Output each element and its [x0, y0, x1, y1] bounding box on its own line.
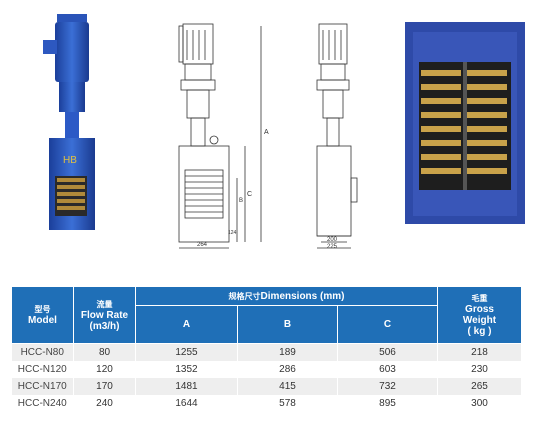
- dim-225: 225: [327, 244, 338, 250]
- header-model-zh: 型号: [34, 305, 51, 314]
- grinder-closeup-photo: [405, 22, 525, 224]
- spec-table: 型号 Model 流量 Flow Rate (m3/h) 规格尺寸Dimensi…: [11, 286, 522, 412]
- svg-text:HB: HB: [63, 155, 77, 166]
- cell-weight: 230: [437, 361, 522, 378]
- cell-a: 1481: [135, 378, 238, 395]
- cell-flow: 80: [73, 343, 136, 361]
- dim-b: B: [239, 198, 243, 204]
- cell-flow: 120: [73, 361, 136, 378]
- cell-c: 895: [337, 395, 438, 412]
- header-c: C: [337, 305, 438, 344]
- table-row: HCC-N240 240 1644 578 895 300: [11, 395, 522, 412]
- product-photo: HB: [43, 14, 95, 230]
- header-flow-en1: Flow Rate: [80, 309, 129, 321]
- cell-b: 578: [237, 395, 338, 412]
- header-flow-en2: (m3/h): [89, 320, 120, 332]
- cell-a: 1352: [135, 361, 238, 378]
- header-weight-en3: ( kg ): [467, 326, 492, 337]
- dim-c: C: [247, 191, 252, 198]
- cell-model: HCC-N170: [11, 378, 74, 395]
- cell-a: 1644: [135, 395, 238, 412]
- cell-model: HCC-N80: [11, 343, 74, 361]
- header-row-1: 型号 Model 流量 Flow Rate (m3/h) 规格尺寸Dimensi…: [11, 286, 522, 344]
- header-weight-en1: Gross: [465, 304, 494, 315]
- cell-c: 732: [337, 378, 438, 395]
- header-model-en: Model: [28, 315, 57, 326]
- table-row: HCC-N80 80 1255 189 506 218: [11, 343, 522, 361]
- header-weight-en2: Weight: [462, 315, 497, 326]
- cell-flow: 170: [73, 378, 136, 395]
- dim-200: 200: [327, 237, 338, 243]
- cell-a: 1255: [135, 343, 238, 361]
- header-row-2: A B C: [12, 305, 522, 344]
- cell-b: 415: [237, 378, 338, 395]
- header-dimensions: 规格尺寸Dimensions (mm): [135, 286, 438, 306]
- header-a: A: [135, 305, 238, 344]
- cell-model: HCC-N240: [11, 395, 74, 412]
- front-view-drawing: A C B 124 264: [178, 23, 269, 249]
- cell-weight: 265: [437, 378, 522, 395]
- cell-b: 286: [237, 361, 338, 378]
- dim-124: 124: [228, 230, 237, 236]
- header-dims-zh: 规格尺寸: [228, 291, 261, 301]
- table-row: HCC-N120 120 1352 286 603 230: [11, 361, 522, 378]
- cell-c: 603: [337, 361, 438, 378]
- side-view-drawing: 200 225: [316, 23, 358, 250]
- dim-a: A: [264, 129, 269, 136]
- header-dims-en: Dimensions (mm): [260, 290, 345, 302]
- table-row: HCC-N170 170 1481 415 732 265: [11, 378, 522, 395]
- cell-c: 506: [337, 343, 438, 361]
- header-weight: 毛重 Gross Weight ( kg ): [437, 286, 522, 344]
- header-model: 型号 Model: [11, 286, 74, 344]
- cell-weight: 300: [437, 395, 522, 412]
- header-b: B: [237, 305, 338, 344]
- header-flow: 流量 Flow Rate (m3/h): [73, 286, 136, 344]
- header-weight-zh: 毛重: [471, 294, 488, 303]
- cell-flow: 240: [73, 395, 136, 412]
- cell-weight: 218: [437, 343, 522, 361]
- cell-model: HCC-N120: [11, 361, 74, 378]
- cell-b: 189: [237, 343, 338, 361]
- dim-264: 264: [197, 242, 208, 248]
- header-flow-zh: 流量: [96, 299, 113, 309]
